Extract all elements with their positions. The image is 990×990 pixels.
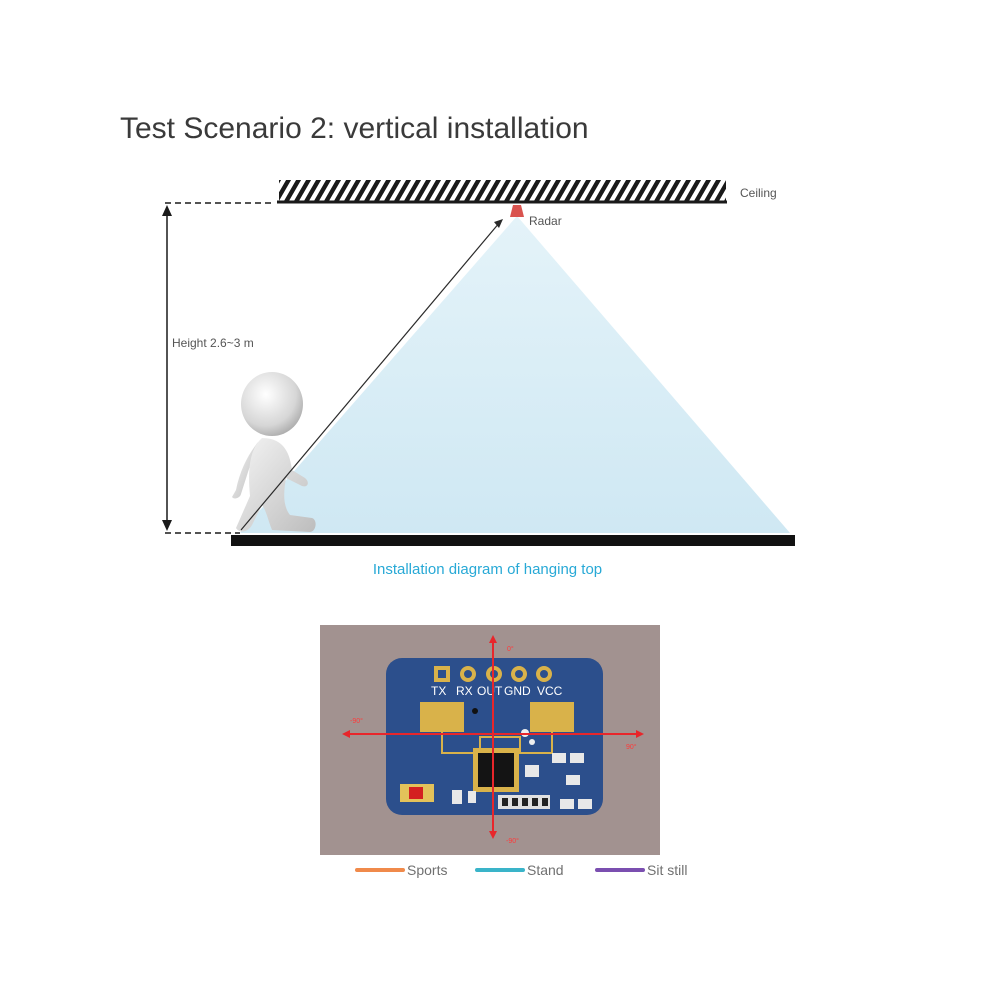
diagram-caption: Installation diagram of hanging top bbox=[372, 561, 603, 578]
radar-sensor-icon bbox=[510, 205, 524, 217]
installation-diagram bbox=[162, 180, 795, 546]
page-title: Test Scenario 2: vertical installation bbox=[120, 112, 589, 145]
legend-label-stand: Stand bbox=[527, 862, 564, 878]
legend-swatch-stand bbox=[475, 868, 525, 872]
height-label: Height 2.6~3 m bbox=[172, 336, 254, 350]
ceiling-hatch bbox=[279, 180, 726, 201]
legend-swatch-sit-still bbox=[595, 868, 645, 872]
antenna-right bbox=[530, 702, 574, 732]
radar-label: Radar bbox=[529, 214, 562, 228]
arrow-down-icon bbox=[162, 520, 172, 531]
antenna-left bbox=[420, 702, 464, 732]
sight-arrow-icon bbox=[494, 219, 503, 228]
legend-item-stand: Stand bbox=[475, 862, 564, 878]
legend-swatch-sports bbox=[355, 868, 405, 872]
radar-chip bbox=[478, 753, 514, 787]
ceiling-label: Ceiling bbox=[740, 186, 777, 200]
pin-label-tx: TX bbox=[431, 684, 446, 698]
detection-beam bbox=[240, 216, 790, 533]
person-figure bbox=[232, 372, 316, 532]
legend-label-sports: Sports bbox=[407, 862, 448, 878]
sight-line bbox=[240, 221, 501, 531]
angle-top: 0° bbox=[507, 645, 514, 653]
arrow-up-icon bbox=[162, 205, 172, 216]
pin-label-gnd: GND bbox=[504, 684, 531, 698]
floor bbox=[231, 535, 795, 546]
legend-label-sit-still: Sit still bbox=[647, 862, 688, 878]
pin-label-rx: RX bbox=[456, 684, 473, 698]
legend-item-sports: Sports bbox=[355, 862, 447, 878]
angle-right: 90° bbox=[626, 743, 637, 751]
pin-label-vcc: VCC bbox=[537, 684, 563, 698]
radar-module-photo: TX RX OUT GND VCC 0° -90° 90° -90° bbox=[320, 625, 660, 855]
legend: Sports Stand Sit still bbox=[355, 862, 735, 882]
pin-label-out: OUT bbox=[477, 684, 503, 698]
legend-item-sit-still: Sit still bbox=[595, 862, 687, 878]
angle-bottom: -90° bbox=[506, 837, 519, 845]
pin-pads bbox=[434, 666, 552, 682]
angle-left: -90° bbox=[350, 717, 363, 725]
